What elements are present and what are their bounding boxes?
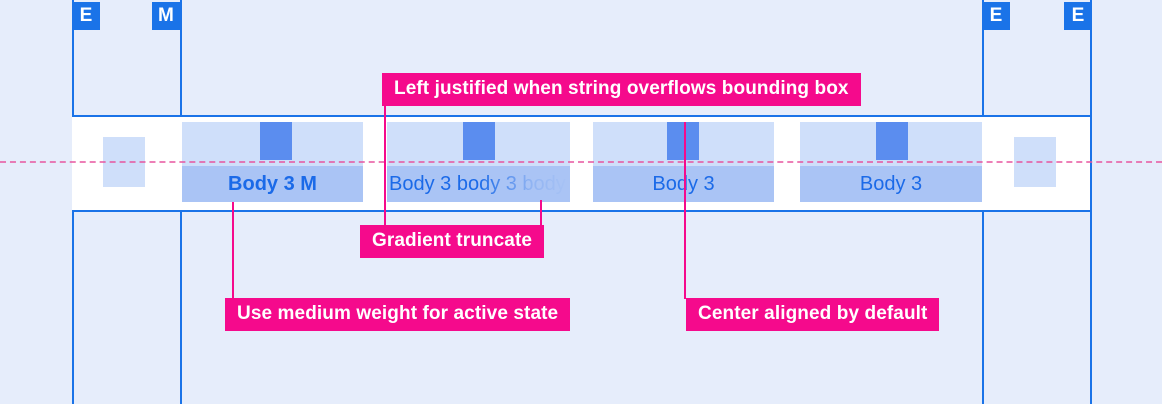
edge-marker-right-outer: E	[1064, 2, 1092, 30]
tab-label-area: Body 3 M	[182, 166, 363, 202]
tab-label: Body 3 body 3 body 3	[389, 173, 570, 195]
tab-label-area: Body 3	[593, 166, 774, 202]
edge-marker-right-inner: E	[982, 2, 1010, 30]
annotation-leader-left-justified	[384, 106, 386, 231]
tab-glyph-icon	[667, 122, 699, 160]
margin-marker-left: M	[152, 2, 180, 30]
annotation-leader-medium-weight	[232, 202, 234, 299]
tab-label: Body 3	[652, 173, 715, 195]
vertical-guide-right-outer	[1090, 0, 1092, 404]
tab-body-3-fourth[interactable]: Body 3	[800, 122, 982, 202]
annotation-gradient-truncate: Gradient truncate	[360, 225, 545, 258]
annotation-center-aligned: Center aligned by default	[686, 298, 940, 331]
tab-icon-area	[387, 122, 570, 166]
tab-label-area: Body 3	[800, 166, 982, 202]
tab-glyph-icon	[463, 122, 495, 160]
tab-icon-area	[593, 122, 774, 166]
edge-marker-left-outer: E	[72, 2, 100, 30]
tab-label: Body 3	[859, 173, 923, 195]
tab-glyph-icon	[876, 122, 908, 160]
tab-icon-area	[800, 122, 982, 166]
tab-label-area: Body 3 body 3 body 3	[387, 166, 570, 202]
tab-icon-area	[182, 122, 363, 166]
annotation-medium-weight: Use medium weight for active state	[225, 298, 571, 331]
tab-label: Body 3 M	[228, 173, 317, 195]
tab-body-3-m-active[interactable]: Body 3 M	[182, 122, 363, 202]
tab-body-3-body-3-b-overflow[interactable]: Body 3 body 3 body 3	[387, 122, 570, 202]
tab-body-3-third[interactable]: Body 3	[593, 122, 774, 202]
horizontal-centerline	[0, 161, 1162, 163]
annotation-leader-gradient-truncate	[540, 200, 542, 226]
annotation-left-justified: Left justified when string overflows bou…	[382, 73, 861, 106]
annotation-leader-center-aligned	[684, 122, 686, 299]
tab-glyph-icon	[260, 122, 292, 160]
